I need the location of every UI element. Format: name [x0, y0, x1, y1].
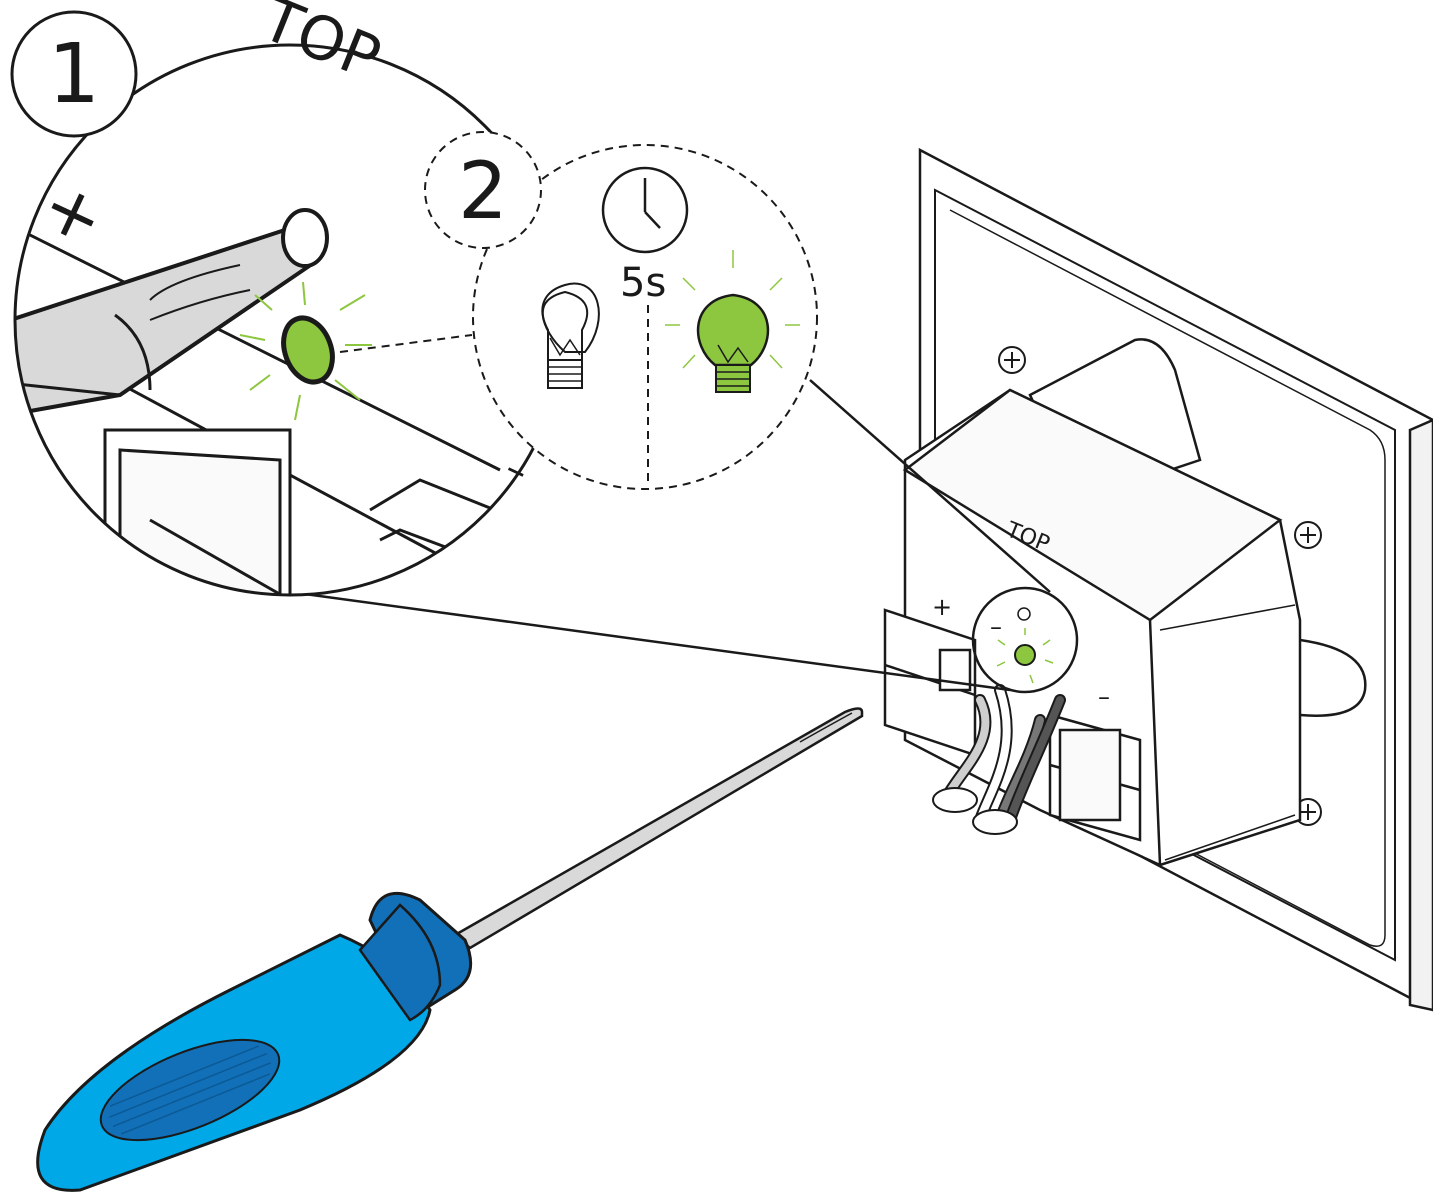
zoom-callout-circle	[971, 586, 1079, 694]
led-indicator-icon	[996, 607, 1054, 684]
step-1-badge: 1	[10, 10, 138, 138]
terminal-block-right	[1048, 713, 1142, 842]
callout-lines	[289, 379, 1051, 692]
step-number: 2	[458, 147, 508, 237]
plus-label: +	[932, 593, 952, 621]
screw-icon	[998, 346, 1026, 374]
step-2-badge: 2	[424, 131, 542, 249]
screw-icon	[1294, 521, 1322, 549]
screw-icon	[1294, 798, 1322, 826]
light-bulb-on-icon	[665, 250, 800, 393]
minus-label: –	[990, 613, 1002, 641]
step-number: 1	[48, 27, 100, 122]
clock-icon	[601, 166, 689, 254]
light-bulb-off-icon	[541, 282, 600, 389]
led-indicator-icon	[239, 281, 372, 421]
screwdriver-icon	[36, 707, 864, 1192]
duration-label: 5s	[620, 260, 666, 306]
wires	[932, 684, 1066, 835]
timing-bubble: 5s	[472, 144, 818, 490]
minus-label: –	[1098, 683, 1110, 711]
